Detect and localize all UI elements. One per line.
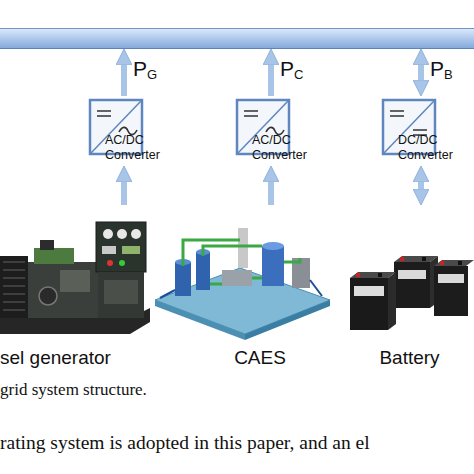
power-label: PG bbox=[133, 58, 157, 82]
caes-illustration bbox=[155, 228, 330, 340]
converter-label: DC/DC Converter bbox=[398, 133, 460, 163]
converter-label: AC/DC Converter bbox=[105, 133, 167, 163]
power-flow-arrow bbox=[268, 180, 274, 205]
body-text: rating system is adopted in this paper, … bbox=[0, 432, 370, 454]
figure-caption: grid system structure. bbox=[0, 380, 147, 400]
converter-box: AC/DC Converter bbox=[235, 96, 307, 166]
battery-illustration bbox=[350, 256, 474, 330]
source-device: CAES bbox=[170, 205, 350, 370]
diesel-generator-illustration bbox=[0, 222, 150, 334]
power-flow-arrow bbox=[418, 180, 424, 191]
converter-box: AC/DC Converter bbox=[88, 96, 160, 166]
device-label: CAES bbox=[170, 346, 350, 370]
power-flow-arrow bbox=[268, 63, 274, 96]
device-label: Battery bbox=[345, 346, 474, 370]
power-flow-arrow bbox=[418, 63, 424, 82]
converter-box: DC/DC Converter bbox=[381, 96, 461, 166]
power-flow-arrow bbox=[121, 63, 127, 96]
power-label: PB bbox=[430, 58, 453, 82]
device-label: sel generator bbox=[0, 346, 160, 370]
dc-bus-bar bbox=[0, 28, 474, 49]
power-flow-arrow bbox=[121, 180, 127, 205]
source-device: Battery bbox=[345, 205, 474, 370]
power-label: PC bbox=[280, 58, 303, 82]
converter-label: AC/DC Converter bbox=[252, 133, 314, 163]
source-device: sel generator bbox=[0, 205, 160, 370]
